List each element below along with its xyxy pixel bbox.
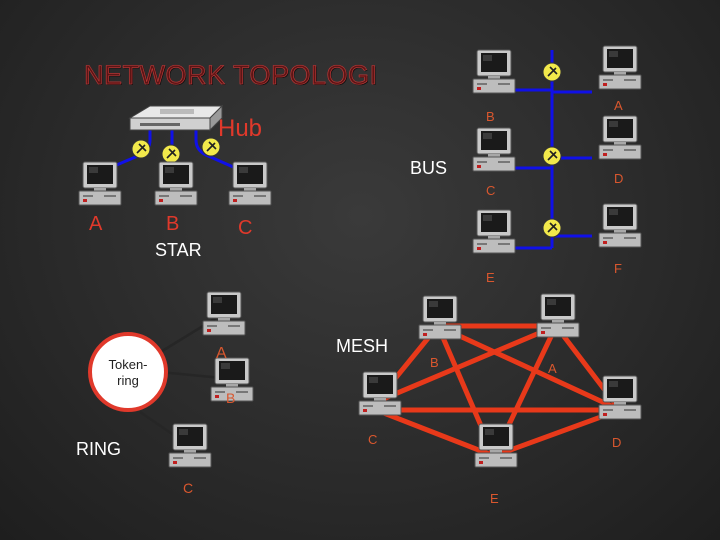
bus-node-b-label: B — [486, 109, 495, 124]
bus-pc-c-icon — [472, 127, 516, 172]
token-ring-icon — [88, 332, 168, 412]
ring-pc-c-icon — [168, 423, 212, 468]
mesh-pc-b-icon — [418, 295, 462, 340]
star-connector-icon — [161, 144, 181, 164]
bus-pc-f-icon — [598, 203, 642, 248]
bus-pc-d-icon — [598, 115, 642, 160]
token-ring-label-line1: Token- — [108, 357, 148, 372]
ring-node-a-label: A — [216, 345, 227, 362]
bus-terminator-icon — [542, 218, 562, 238]
star-pc-a-icon — [78, 161, 122, 206]
bus-node-e-label: E — [486, 270, 495, 285]
bus-node-d-label: D — [614, 171, 624, 186]
star-pc-c-icon — [228, 161, 272, 206]
ring-topology-label: RING — [76, 439, 121, 459]
mesh-node-d-label: D — [612, 435, 622, 450]
hub-icon — [128, 104, 224, 132]
mesh-topology-label: MESH — [336, 336, 389, 356]
star-node-a-label: A — [89, 213, 103, 235]
star-connector-icon — [131, 139, 151, 159]
mesh-pc-e-icon — [474, 423, 518, 468]
ring-node-c-label: C — [183, 480, 194, 496]
mesh-node-a-label: A — [548, 361, 557, 376]
token-ring-label-line2: ring — [117, 373, 139, 388]
mesh-pc-a-icon — [536, 293, 580, 338]
star-node-b-label: B — [166, 213, 180, 235]
mesh-topology — [373, 323, 623, 459]
bus-terminator-icon — [542, 62, 562, 82]
star-pc-b-icon — [154, 161, 198, 206]
hub-label: Hub — [218, 115, 263, 142]
slide-title: NETWORK TOPOLOGI — [84, 60, 378, 90]
mesh-node-e-label: E — [490, 491, 499, 506]
bus-pc-e-icon — [472, 209, 516, 254]
mesh-node-c-label: C — [368, 432, 378, 447]
mesh-pc-d-icon — [598, 375, 642, 420]
bus-terminator-icon — [542, 146, 562, 166]
bus-topology-label: BUS — [410, 158, 448, 178]
star-topology — [78, 104, 272, 206]
bus-topology — [472, 45, 642, 254]
bus-node-c-label: C — [486, 183, 496, 198]
star-topology-label: STAR — [155, 240, 202, 260]
bus-node-a-label: A — [614, 98, 623, 113]
mesh-node-b-label: B — [430, 355, 439, 370]
ring-pc-a-icon — [202, 291, 246, 336]
mesh-pc-c-icon — [358, 371, 402, 416]
star-node-c-label: C — [238, 217, 253, 239]
bus-pc-a-icon — [598, 45, 642, 90]
ring-topology — [88, 291, 254, 468]
bus-pc-b-icon — [472, 49, 516, 94]
ring-node-b-label: B — [226, 390, 236, 406]
bus-node-f-label: F — [614, 261, 622, 276]
